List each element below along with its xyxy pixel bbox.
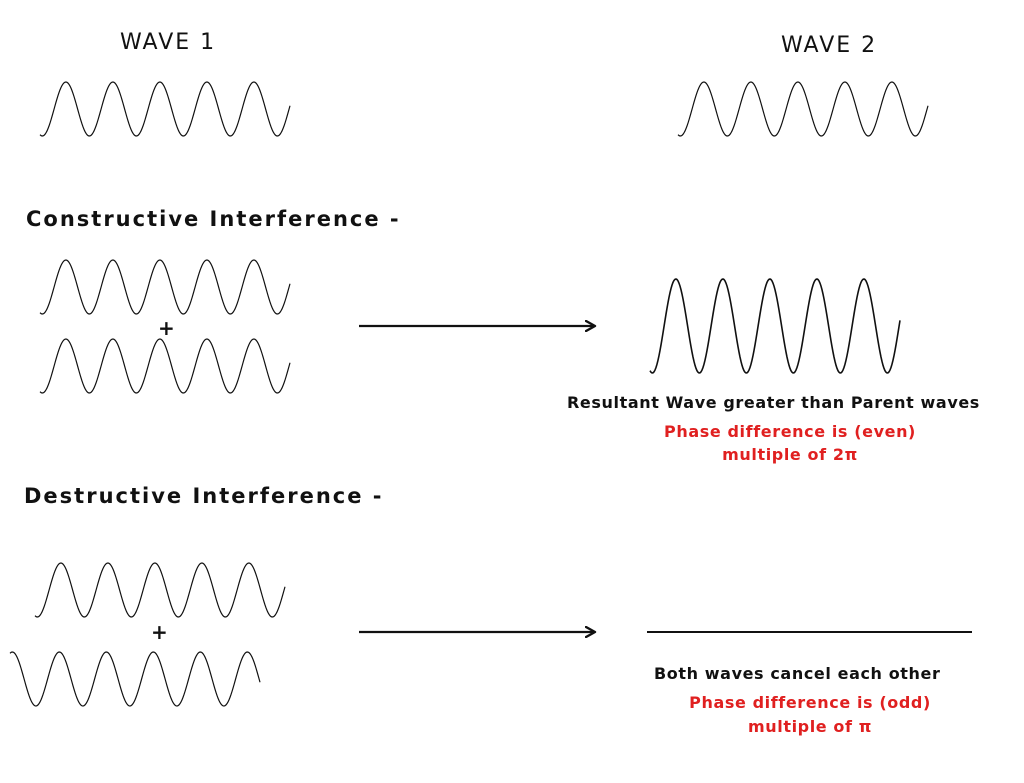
constructive-plus: + [158,316,175,340]
destructive-plus: + [151,620,168,644]
wave1-label: WAVE 1 [120,30,217,55]
constructive-result-text: Resultant Wave greater than Parent waves [567,393,980,412]
destructive-wave-a [34,562,286,618]
constructive-title: Constructive Interference - [26,207,401,231]
wave2-label: WAVE 2 [781,33,878,58]
destructive-phase-line1: Phase difference is (odd) [689,693,931,712]
wave2-sine [677,81,929,137]
constructive-resultant-wave [649,278,901,374]
destructive-result-text: Both waves cancel each other [654,664,941,683]
constructive-wave-b [39,338,291,394]
constructive-phase-line1: Phase difference is (even) [664,422,916,441]
constructive-phase-line2: multiple of 2π [722,445,858,464]
destructive-title: Destructive Interference - [24,484,384,508]
destructive-phase-line2: multiple of π [747,717,873,736]
wave1-sine [39,81,291,137]
constructive-wave-a [39,259,291,315]
destructive-wave-b [9,651,261,707]
